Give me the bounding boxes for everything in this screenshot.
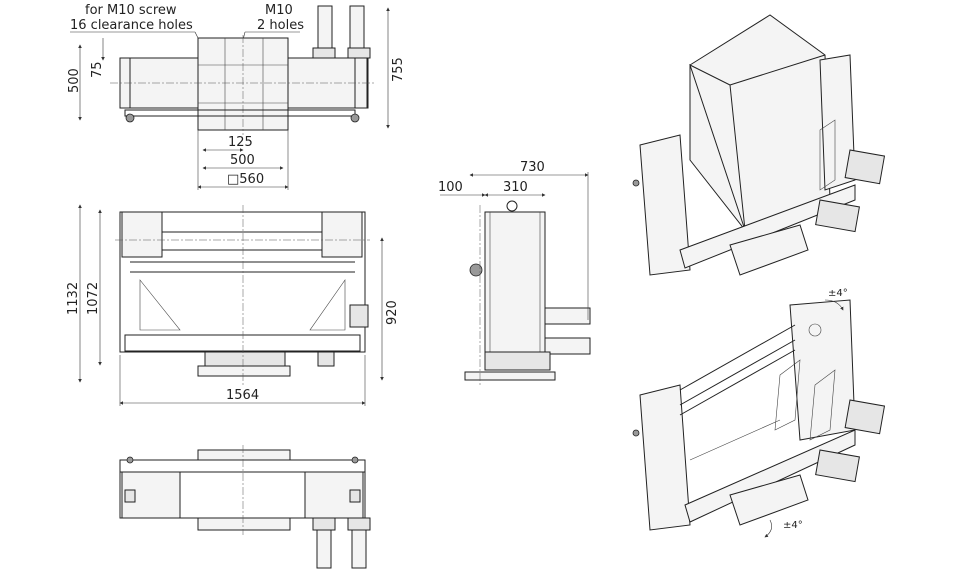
dim-920: 920 bbox=[385, 300, 400, 325]
dim-560-square: □560 bbox=[227, 172, 264, 187]
dim-730: 730 bbox=[520, 160, 545, 175]
top-view: for M10 screw 16 clearance holes M10 2 h… bbox=[67, 3, 406, 190]
dim-755: 755 bbox=[391, 57, 406, 82]
dim-1564: 1564 bbox=[226, 388, 259, 403]
iso-view-closed bbox=[632, 14, 886, 276]
tilt-label-bottom: ±4° bbox=[783, 520, 803, 531]
dim-100: 100 bbox=[438, 180, 463, 195]
dim-1132: 1132 bbox=[66, 282, 81, 315]
callout-m10-label: M10 bbox=[265, 3, 293, 18]
side-view: 730 310 100 bbox=[438, 160, 591, 385]
dim-500-horizontal: 500 bbox=[230, 153, 255, 168]
dim-1072: 1072 bbox=[86, 282, 101, 315]
dim-310: 310 bbox=[503, 180, 528, 195]
callout-screw-label: for M10 screw bbox=[85, 3, 177, 18]
bottom-view bbox=[119, 445, 371, 569]
tilt-label-top: ±4° bbox=[828, 288, 848, 299]
dim-75: 75 bbox=[90, 61, 105, 78]
callout-holes-label: 16 clearance holes bbox=[70, 18, 193, 33]
front-view: 1132 1072 920 1564 bbox=[66, 204, 400, 406]
dim-125: 125 bbox=[228, 135, 253, 150]
callout-2holes-label: 2 holes bbox=[257, 18, 304, 33]
iso-view-open: ±4° ±4° bbox=[632, 288, 886, 538]
dim-500-vertical: 500 bbox=[67, 68, 82, 93]
